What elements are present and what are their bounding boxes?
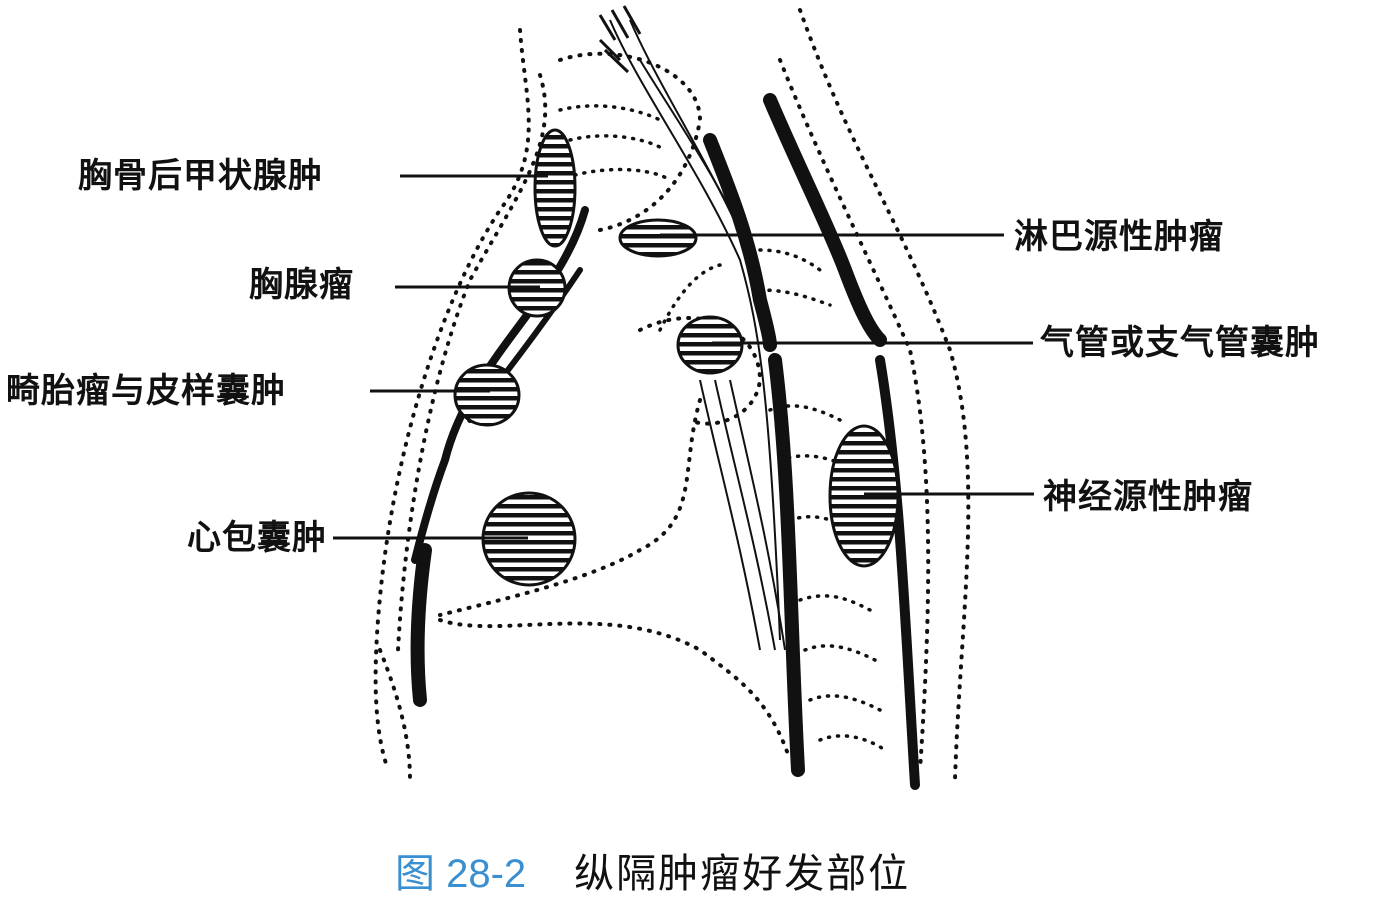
vertebrae — [558, 104, 887, 752]
figure-caption: 图 28-2 纵隔肿瘤好发部位 — [395, 842, 910, 898]
mass-lymphoma — [618, 218, 698, 258]
label-teratoma: 畸胎瘤与皮样囊肿 — [6, 371, 286, 411]
mass-neurogenic — [828, 424, 900, 568]
caption-title: 纵隔肿瘤好发部位 — [574, 851, 911, 897]
mass-bronchogenic — [676, 315, 744, 375]
caption-number: 图 28-2 — [395, 852, 527, 896]
thick-structures — [410, 93, 920, 790]
label-bronchogenic-cyst: 气管或支气管囊肿 — [1040, 323, 1320, 363]
body-outline — [373, 8, 971, 782]
label-pericardial-cyst: 心包囊肿 — [187, 518, 327, 558]
label-lymphoma: 淋巴源性肿瘤 — [1014, 217, 1224, 257]
masses — [453, 128, 900, 587]
label-thymoma: 胸腺瘤 — [249, 265, 354, 305]
trachea-hatch — [598, 5, 642, 74]
mass-thyroid — [533, 128, 577, 248]
leader-lines — [333, 174, 1034, 540]
label-neurogenic-tumor: 神经源性肿瘤 — [1043, 477, 1253, 517]
label-retrosternal-thyroid: 胸骨后甲状腺肿 — [78, 156, 323, 196]
mass-teratoma — [453, 363, 521, 427]
